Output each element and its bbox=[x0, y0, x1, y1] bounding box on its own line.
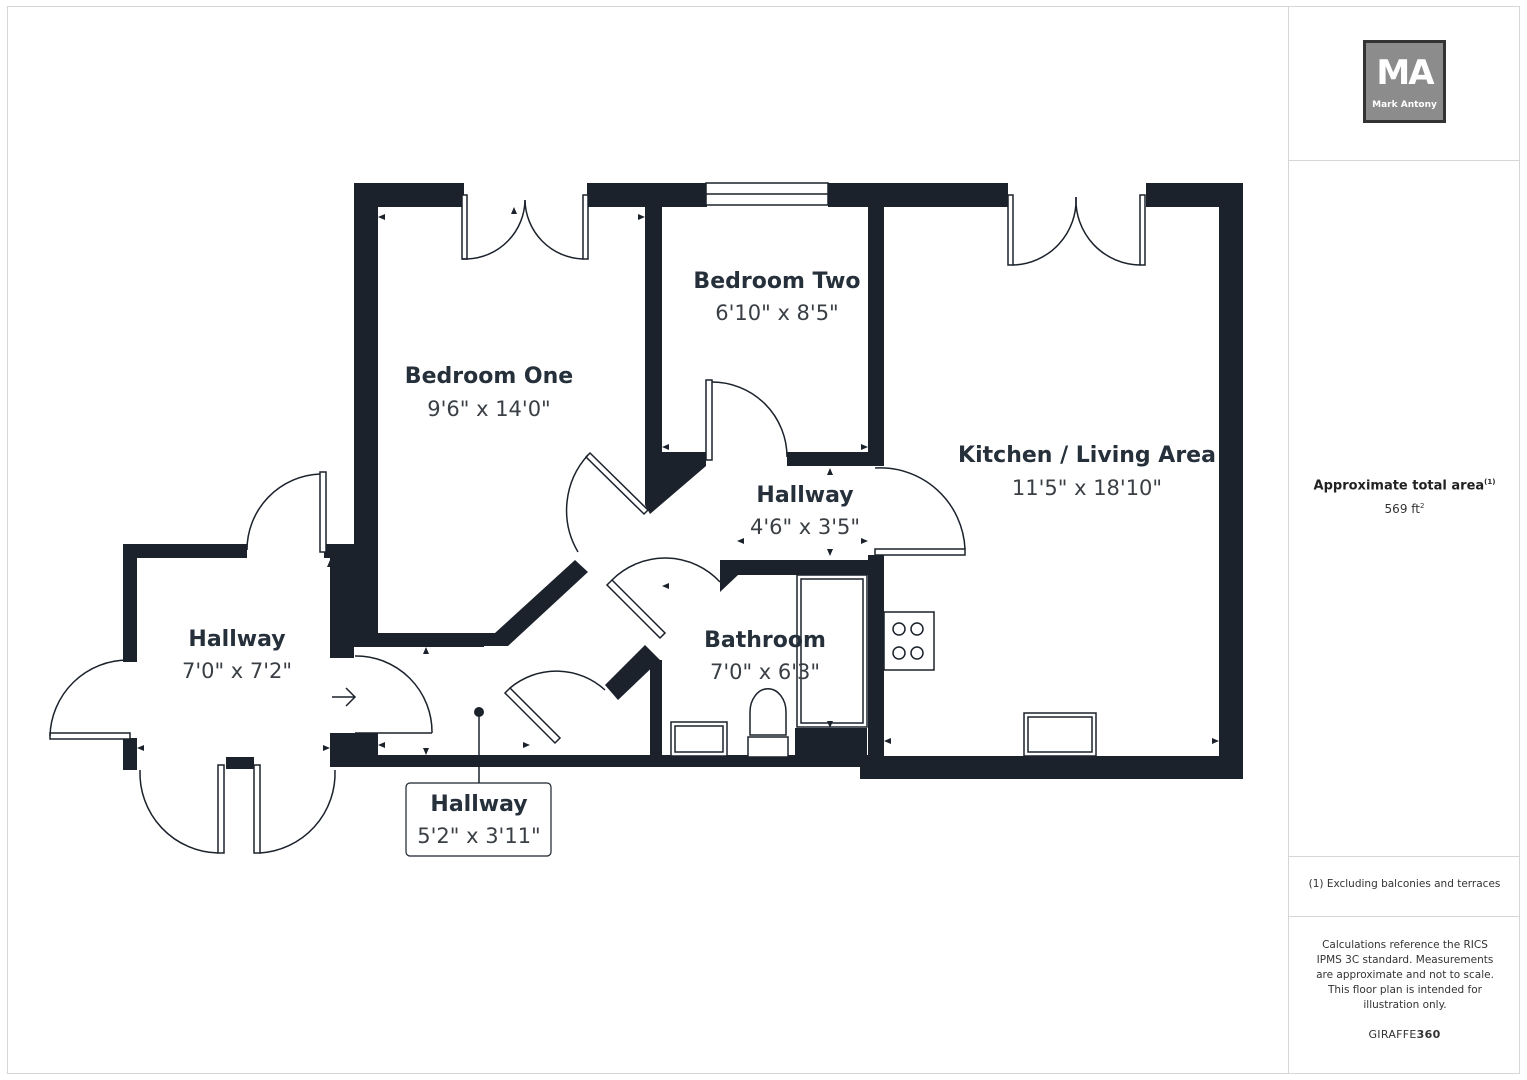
floor-plan: Bedroom One 9'6" x 14'0" Bedroom Two 6'1… bbox=[49, 182, 1243, 857]
hallway-inner-dims: 4'6" x 3'5" bbox=[750, 515, 860, 539]
bedroom-one-dims: 9'6" x 14'0" bbox=[427, 397, 550, 421]
logo-name: Mark Antony bbox=[1372, 100, 1437, 110]
label-pointer bbox=[405, 707, 552, 857]
dimension-markers bbox=[137, 207, 1219, 755]
hallway-entrance-dims: 7'0" x 7'2" bbox=[182, 659, 292, 683]
hob-icon bbox=[883, 611, 935, 671]
hallway-entrance-name: Hallway bbox=[188, 627, 285, 652]
bedroom-two-dims: 6'10" x 8'5" bbox=[715, 301, 838, 325]
floor-plan-drawing: Bedroom One 9'6" x 14'0" Bedroom Two 6'1… bbox=[49, 182, 1243, 857]
kitchen-name: Kitchen / Living Area bbox=[958, 443, 1216, 468]
entrance-arrow-icon bbox=[332, 687, 357, 707]
sidebar-divider bbox=[1289, 856, 1520, 857]
area-value: 569 ft2 bbox=[1384, 502, 1425, 516]
area-label: Approximate total area(1) bbox=[1313, 478, 1496, 494]
kitchen-dims: 11'5" x 18'10" bbox=[1012, 476, 1162, 500]
hallway-corridor-dims: 5'2" x 3'11" bbox=[417, 824, 540, 848]
doors bbox=[49, 194, 1146, 854]
hallway-inner-name: Hallway bbox=[756, 483, 853, 508]
windows bbox=[705, 182, 829, 206]
brand-mark: GIRAFFE360 bbox=[1368, 1028, 1441, 1041]
page-frame bbox=[7, 6, 1520, 1074]
info-sidebar: MA Mark Antony Approximate total area(1)… bbox=[1288, 6, 1520, 1074]
sink-icon bbox=[1023, 712, 1097, 757]
bathroom-dims: 7'0" x 6'3" bbox=[710, 660, 820, 684]
disclaimer: Calculations reference the RICS IPMS 3C … bbox=[1316, 939, 1494, 1011]
hallway-corridor-name: Hallway bbox=[430, 792, 527, 817]
sidebar-divider bbox=[1289, 160, 1520, 161]
bedroom-one-name: Bedroom One bbox=[405, 364, 573, 389]
bath-icon bbox=[796, 574, 868, 728]
logo-icon: MA Mark Antony bbox=[1363, 40, 1446, 123]
sidebar-divider bbox=[1289, 916, 1520, 917]
logo-initials: MA bbox=[1376, 53, 1434, 93]
bathroom-name: Bathroom bbox=[704, 628, 826, 653]
bedroom-two-name: Bedroom Two bbox=[693, 269, 860, 294]
toilet-icon bbox=[747, 688, 789, 758]
walls bbox=[123, 183, 1243, 779]
fixtures bbox=[670, 574, 1097, 758]
footnote: (1) Excluding balconies and terraces bbox=[1308, 878, 1501, 890]
